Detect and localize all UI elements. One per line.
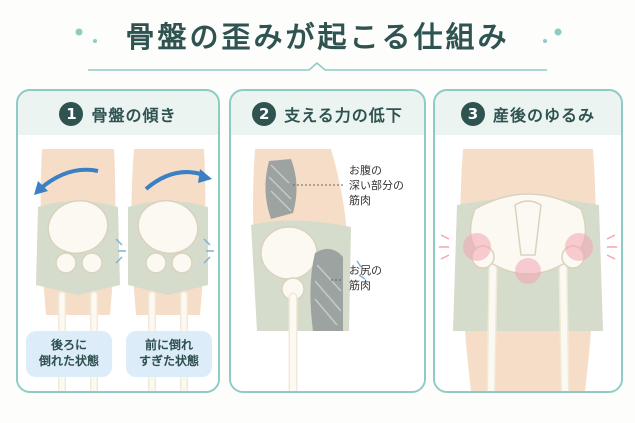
label-deep-abdominal-muscle: お腹の 深い部分の 筋肉 [349,164,404,207]
step-number: 3 [460,102,485,126]
joint-highlight-left [463,233,491,261]
panel-title: 骨盤の傾き [91,106,177,125]
panel-header: 1 骨盤の傾き [18,99,218,129]
caption-forward-tilt: 前に倒れ すぎた状態 [126,331,212,377]
panel-illustration [435,135,621,391]
joint-highlight-center [515,258,541,284]
panel-pelvis-tilt: 1 骨盤の傾き [16,89,220,393]
panel-postpartum-looseness: 3 産後のゆるみ [433,89,623,393]
forward-tilt-figure [128,149,214,391]
panel-title: 支える力の低下 [284,106,403,125]
panel-illustration: 後ろに 倒れた状態 前に倒れ すぎた状態 [18,135,218,391]
arrow-head-icon [198,169,212,183]
label-gluteal-muscle: お尻の 筋肉 [349,264,382,292]
support-muscles-illustration [251,149,366,391]
postpartum-pelvis-illustration [439,149,617,391]
dot-decoration-icon [543,39,547,43]
forward-arrow [144,170,205,191]
backward-arrow [38,167,99,191]
joint-highlight-right [565,233,593,261]
dot-decoration-icon [93,39,97,43]
dot-decoration-icon [554,28,562,36]
header: 骨盤の歪みが起こる仕組み [0,0,635,80]
gluteal-muscle [310,248,343,331]
sacrum-bone [514,200,542,256]
title-underline [88,62,547,71]
page-title: 骨盤の歪みが起こる仕組み [125,20,510,54]
panel-header: 3 産後のゆるみ [435,99,621,129]
panel-title: 産後のゆるみ [492,106,595,125]
step-number: 2 [252,102,277,126]
arrow-head-icon [34,181,48,195]
dot-decoration-icon [75,28,83,36]
panel-header: 2 支える力の低下 [231,99,424,129]
panel-support-decline: 2 支える力の低下 お腹の 深い部分の 筋肉 お尻の 筋肉 [229,89,426,393]
step-number: 1 [59,102,84,126]
caption-backward-tilt: 後ろに 倒れた状態 [26,331,112,377]
panel-illustration: お腹の 深い部分の 筋肉 お尻の 筋肉 [231,135,424,391]
